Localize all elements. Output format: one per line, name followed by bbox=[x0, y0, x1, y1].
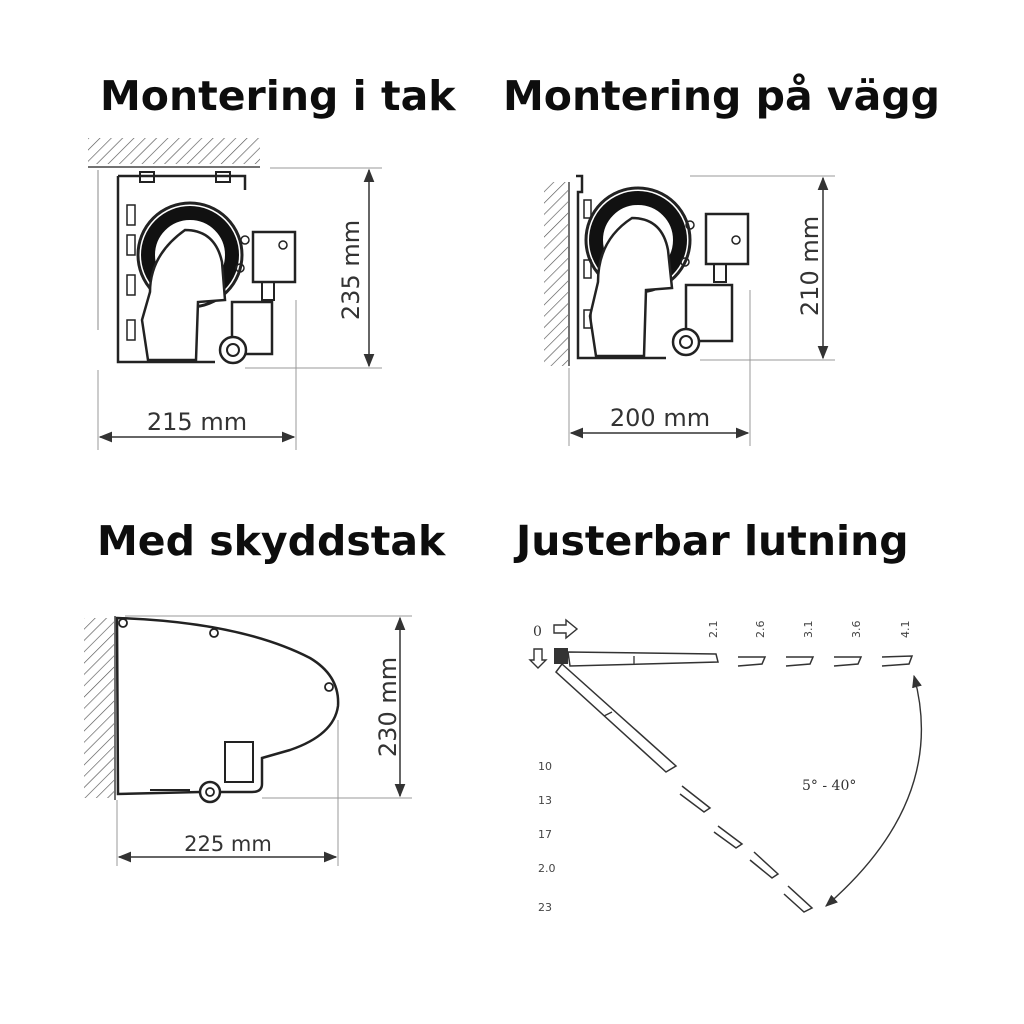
left-mark-1: 10 bbox=[538, 760, 552, 773]
arm-bracket bbox=[140, 228, 227, 362]
top-mark-4: 3.6 bbox=[850, 621, 863, 639]
cover-wall-hatch bbox=[84, 618, 114, 798]
left-mark-2: 13 bbox=[538, 794, 552, 807]
label-cover-height: 230 mm bbox=[374, 657, 402, 757]
down-arrow-icon bbox=[528, 648, 548, 669]
title-with-cover: Med skyddstak bbox=[97, 517, 446, 565]
cover-drawing: 230 mm 225 mm bbox=[84, 615, 412, 866]
top-mark-2: 2.6 bbox=[754, 621, 767, 639]
top-mark-5: 4.1 bbox=[899, 621, 912, 639]
wall-motor-box bbox=[704, 212, 750, 266]
wall-mount-drawing: 210 mm 200 mm bbox=[544, 174, 835, 446]
label-tilt-range: 5° - 40° bbox=[802, 778, 856, 794]
motor-box bbox=[251, 230, 297, 284]
cover-hood bbox=[115, 616, 340, 796]
title-wall-mount: Montering på vägg bbox=[503, 72, 941, 120]
top-mark-1: 2.1 bbox=[707, 621, 720, 639]
label-wall-width: 200 mm bbox=[610, 404, 710, 432]
title-adjustable-tilt: Justerbar lutning bbox=[516, 517, 909, 565]
wall-hatch bbox=[544, 182, 568, 366]
wall-housing-outline bbox=[576, 174, 666, 360]
pivot-wheel bbox=[218, 335, 248, 365]
ceiling-mount-drawing: 235 mm 215 mm bbox=[88, 138, 382, 450]
title-ceiling-mount: Montering i tak bbox=[100, 72, 456, 120]
left-mark-5: 23 bbox=[538, 901, 552, 914]
tilt-angle-arc bbox=[825, 674, 923, 907]
label-ceiling-height: 235 mm bbox=[337, 220, 365, 320]
tilt-mount-bracket bbox=[554, 648, 568, 664]
label-ceiling-width: 215 mm bbox=[147, 408, 247, 436]
ceiling-hatch bbox=[88, 138, 260, 164]
label-cover-width: 225 mm bbox=[184, 832, 272, 856]
label-wall-height: 210 mm bbox=[796, 216, 824, 316]
tilt-drawing: 0 2.1 2.6 3.1 3.6 4.1 10 13 17 2.0 23 5°… bbox=[528, 618, 923, 914]
label-zero: 0 bbox=[533, 624, 542, 640]
left-mark-4: 2.0 bbox=[538, 862, 556, 875]
extend-arrow-icon bbox=[553, 618, 579, 640]
housing-outline bbox=[116, 174, 247, 364]
left-mark-3: 17 bbox=[538, 828, 552, 841]
top-mark-3: 3.1 bbox=[802, 621, 815, 639]
